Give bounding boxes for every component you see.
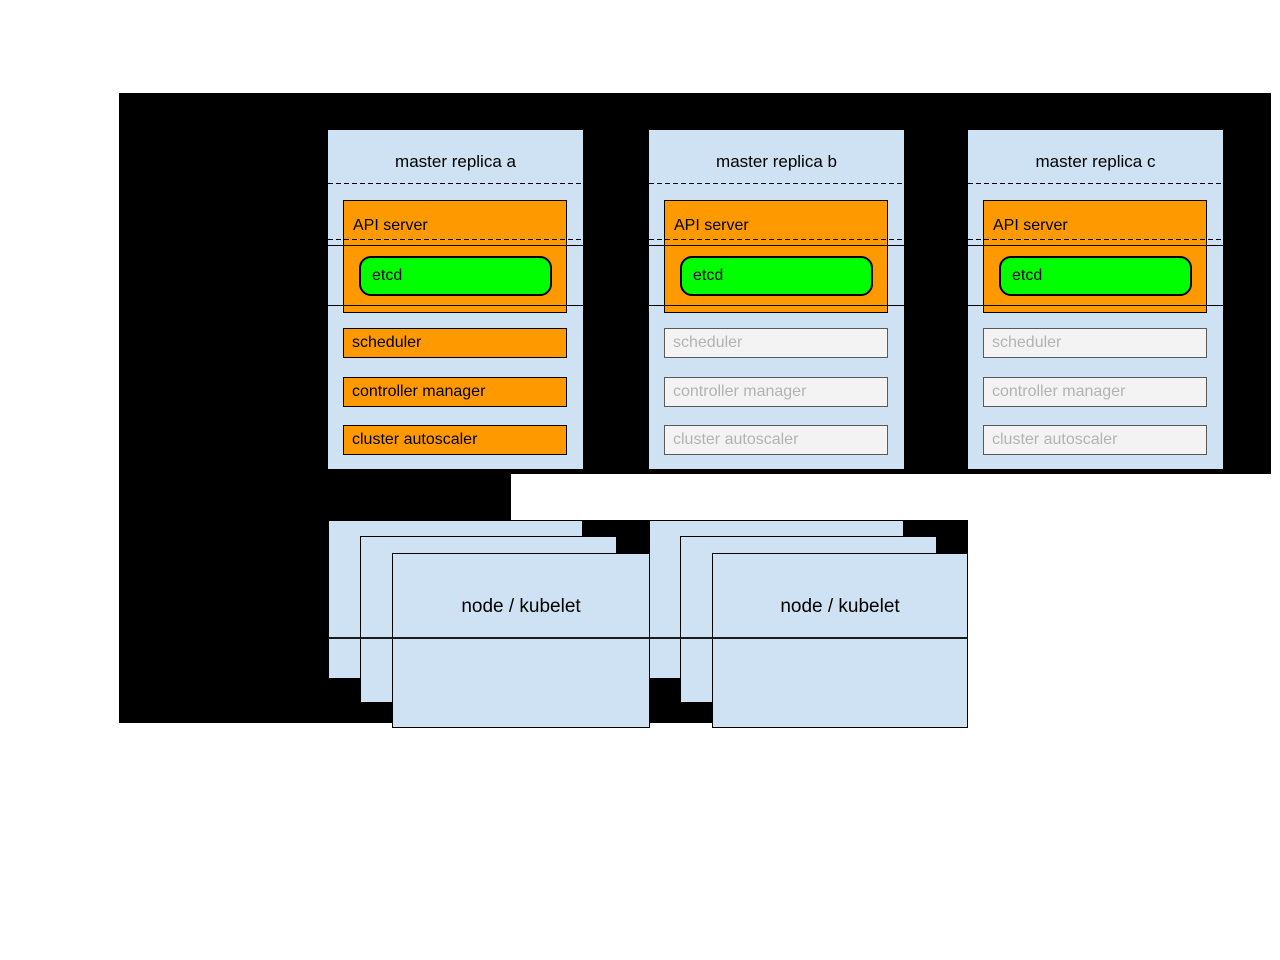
dashed-divider: [649, 239, 904, 240]
etcd-box: etcd: [680, 256, 873, 296]
dashed-divider: [968, 239, 1223, 240]
master-replica-b-box: master replica b API server etcd schedul…: [649, 130, 904, 469]
solid-divider: [968, 305, 1223, 306]
etcd-label: etcd: [372, 267, 403, 284]
controller-manager-label: controller manager: [352, 383, 486, 400]
master-replica-a-box: master replica a API server etcd schedul…: [328, 130, 583, 469]
dashed-divider: [649, 183, 904, 184]
etcd-label: etcd: [693, 267, 724, 284]
etcd-box: etcd: [359, 256, 552, 296]
controller-manager-box: controller manager: [343, 377, 567, 407]
scheduler-box: scheduler: [983, 328, 1207, 358]
solid-divider: [328, 245, 583, 246]
api-server-label: API server: [353, 217, 428, 234]
etcd-box: etcd: [999, 256, 1192, 296]
scheduler-box: scheduler: [343, 328, 567, 358]
node-kubelet-label: node / kubelet: [780, 596, 900, 617]
node-box-front: node / kubelet: [712, 553, 968, 728]
cluster-autoscaler-box: cluster autoscaler: [983, 425, 1207, 455]
cluster-autoscaler-label: cluster autoscaler: [352, 431, 478, 448]
solid-divider: [649, 245, 904, 246]
controller-manager-label: controller manager: [992, 383, 1126, 400]
controller-manager-box: controller manager: [664, 377, 888, 407]
scheduler-label: scheduler: [352, 334, 422, 351]
dashed-divider: [968, 183, 1223, 184]
node-title-divider: [328, 637, 968, 639]
scheduler-box: scheduler: [664, 328, 888, 358]
scheduler-label: scheduler: [673, 334, 743, 351]
controller-manager-label: controller manager: [673, 383, 807, 400]
solid-divider: [968, 245, 1223, 246]
etcd-label: etcd: [1012, 267, 1043, 284]
cluster-autoscaler-label: cluster autoscaler: [992, 431, 1118, 448]
solid-divider: [649, 305, 904, 306]
scheduler-label: scheduler: [992, 334, 1062, 351]
dashed-divider: [328, 239, 583, 240]
api-server-label: API server: [674, 217, 749, 234]
master-replica-b-title: master replica b: [716, 152, 837, 171]
master-replica-c-box: master replica c API server etcd schedul…: [968, 130, 1223, 469]
cluster-autoscaler-box: cluster autoscaler: [664, 425, 888, 455]
node-kubelet-label: node / kubelet: [461, 596, 581, 617]
api-server-label: API server: [993, 217, 1068, 234]
controller-manager-box: controller manager: [983, 377, 1207, 407]
dashed-divider: [328, 183, 583, 184]
solid-divider: [328, 305, 583, 306]
master-replica-c-title: master replica c: [1035, 152, 1156, 171]
node-box-front: node / kubelet: [392, 553, 650, 728]
cluster-autoscaler-label: cluster autoscaler: [673, 431, 799, 448]
cluster-autoscaler-box: cluster autoscaler: [343, 425, 567, 455]
master-replica-a-title: master replica a: [395, 152, 516, 171]
